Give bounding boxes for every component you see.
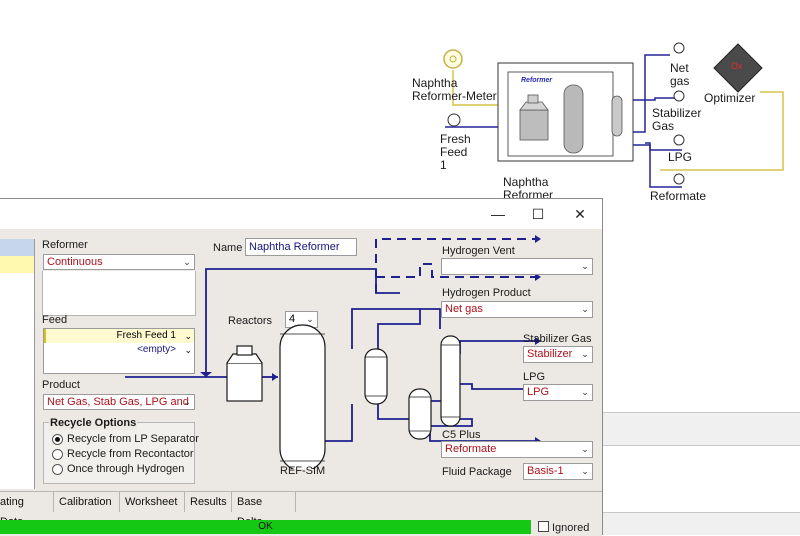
reactor-icon bbox=[226, 345, 263, 402]
recycle-option-label: Once through Hydrogen bbox=[67, 463, 185, 475]
hydrogen-vent-select[interactable]: ⌄ bbox=[441, 258, 593, 275]
background-panel-inner bbox=[603, 445, 800, 513]
feed-list[interactable]: Fresh Feed 1 ⌄ <empty> ⌄ bbox=[43, 328, 195, 374]
feed-item[interactable]: Fresh Feed 1 bbox=[44, 329, 194, 343]
chevron-down-icon: ⌄ bbox=[581, 349, 589, 359]
recycle-radio-once-through[interactable] bbox=[52, 464, 63, 475]
tab-operating-data[interactable]: ating Data bbox=[0, 492, 54, 528]
reformer-mode-select[interactable]: Continuous ⌄ bbox=[43, 254, 195, 270]
reformer-dialog: — ☐ ✕ Reformer Continuous ⌄ Feed Fresh F… bbox=[0, 198, 603, 536]
chevron-down-icon: ⌄ bbox=[581, 387, 589, 397]
ignored-checkbox[interactable] bbox=[538, 521, 549, 532]
recontactor-icon bbox=[408, 388, 432, 440]
optimizer-glyph: Ox bbox=[731, 61, 743, 71]
optimizer-label: Optimizer bbox=[704, 91, 756, 105]
recycle-radio-lp-separator[interactable] bbox=[52, 434, 63, 445]
chevron-down-icon: ⌄ bbox=[183, 257, 191, 267]
fluid-package-select[interactable]: Basis-1 ⌄ bbox=[523, 463, 593, 480]
reformer-vessel-icon bbox=[563, 84, 584, 154]
tab-worksheet[interactable]: Worksheet bbox=[120, 492, 185, 512]
lpg-value: LPG bbox=[527, 386, 550, 398]
name-label: Name bbox=[213, 242, 243, 254]
chevron-down-icon[interactable]: ⌄ bbox=[184, 345, 192, 355]
fluid-package-value: Basis-1 bbox=[527, 465, 564, 477]
reformer-column-icon bbox=[611, 95, 623, 137]
reactors-label: Reactors bbox=[228, 315, 273, 327]
chevron-down-icon: ⌄ bbox=[183, 397, 191, 407]
reformer-mode-value: Continuous bbox=[47, 256, 103, 268]
optimizer-signal-line bbox=[660, 91, 784, 171]
product-select[interactable]: Net Gas, Stab Gas, LPG and ⌄ bbox=[43, 394, 195, 410]
separator-icon bbox=[364, 348, 388, 405]
product-label: Product bbox=[42, 379, 80, 391]
maximize-button[interactable]: ☐ bbox=[531, 206, 545, 222]
meter-signal-line bbox=[452, 70, 498, 106]
stabilizer-column-icon bbox=[440, 335, 461, 427]
name-input[interactable]: Naphtha Reformer bbox=[245, 238, 357, 256]
c5-plus-label: C5 Plus bbox=[442, 429, 481, 441]
ref-sim-vessel-icon bbox=[279, 324, 326, 469]
dialog-titlebar: — ☐ ✕ bbox=[0, 199, 602, 229]
nav-item-highlight[interactable] bbox=[0, 256, 34, 273]
tab-calibration[interactable]: Calibration bbox=[54, 492, 120, 512]
meter-label: Naphtha Reformer-Meter bbox=[412, 76, 497, 103]
tab-results[interactable]: Results bbox=[185, 492, 232, 512]
tab-base-delta[interactable]: Base Delta bbox=[232, 492, 296, 528]
hydrogen-product-select[interactable]: Net gas ⌄ bbox=[441, 301, 593, 318]
hydrogen-product-value: Net gas bbox=[445, 303, 483, 315]
recycle-options-group: Recycle Options Recycle from LP Separato… bbox=[43, 417, 199, 484]
nav-item-selected[interactable] bbox=[0, 239, 34, 256]
ignored-label: Ignored bbox=[552, 522, 590, 534]
diagram-caption: REF-SIM bbox=[280, 465, 326, 477]
reformer-inner-label: Reformer bbox=[521, 77, 553, 84]
lpg-stream-icon bbox=[673, 134, 685, 146]
nav-list bbox=[0, 239, 35, 489]
stabilizer-gas-label: Stabilizer Gas bbox=[652, 106, 702, 133]
lpg-select[interactable]: LPG ⌄ bbox=[523, 384, 593, 401]
close-button[interactable]: ✕ bbox=[574, 206, 586, 222]
reformer-process-diagram bbox=[125, 235, 541, 469]
feed-item[interactable]: <empty> bbox=[137, 344, 176, 355]
status-bar: OK bbox=[0, 520, 531, 534]
lpg-flowsheet-label: LPG bbox=[668, 150, 693, 164]
chevron-down-icon: ⌄ bbox=[581, 444, 589, 454]
reformer-reactor-icon bbox=[519, 94, 549, 141]
product-value: Net Gas, Stab Gas, LPG and bbox=[47, 396, 189, 408]
hydrogen-product-label: Hydrogen Product bbox=[442, 287, 531, 299]
tab-strip: ating Data Calibration Worksheet Results… bbox=[0, 491, 602, 528]
reformer-section-label: Reformer bbox=[42, 239, 88, 251]
chevron-down-icon: ⌄ bbox=[581, 304, 589, 314]
recycle-radio-recontactor[interactable] bbox=[52, 449, 63, 460]
dialog-content: Reformer Continuous ⌄ Feed Fresh Feed 1 … bbox=[0, 229, 602, 536]
c5-plus-select[interactable]: Reformate ⌄ bbox=[441, 441, 593, 458]
stabilizer-gas-value: Stabilizer bbox=[527, 348, 573, 360]
chevron-down-icon: ⌄ bbox=[581, 261, 589, 271]
stabilizer-gas-select[interactable]: Stabilizer ⌄ bbox=[523, 346, 593, 363]
recycle-option-label: Recycle from LP Separator bbox=[67, 433, 199, 445]
lpg-label: LPG bbox=[523, 371, 546, 383]
chevron-down-icon: ⌄ bbox=[581, 466, 589, 476]
stabilizer-gas-stream-icon bbox=[673, 90, 685, 102]
fresh-feed-label: Fresh Feed 1 bbox=[440, 132, 471, 172]
reactors-value: 4 bbox=[289, 313, 296, 325]
reformer-section-box bbox=[42, 271, 196, 316]
meter-icon bbox=[443, 49, 463, 69]
reformate-stream-icon bbox=[673, 173, 685, 185]
fresh-feed-stream-icon bbox=[447, 113, 461, 127]
stabilizer-gas-label: Stabilizer Gas bbox=[523, 333, 592, 345]
net-gas-label: Net gas bbox=[670, 61, 690, 88]
chevron-down-icon: ⌄ bbox=[306, 314, 314, 324]
hydrogen-vent-label: Hydrogen Vent bbox=[442, 245, 515, 257]
optimizer-icon bbox=[713, 43, 763, 93]
fluid-package-label: Fluid Package bbox=[442, 466, 512, 478]
c5-plus-value: Reformate bbox=[445, 443, 497, 455]
flowsheet-canvas bbox=[443, 42, 784, 188]
reformate-flowsheet-label: Reformate bbox=[650, 189, 707, 203]
recycle-group-label: Recycle Options bbox=[49, 417, 138, 430]
recycle-option-label: Recycle from Recontactor bbox=[67, 448, 194, 460]
minimize-button[interactable]: — bbox=[491, 206, 505, 222]
chevron-down-icon[interactable]: ⌄ bbox=[184, 331, 192, 341]
net-gas-stream-icon bbox=[673, 42, 685, 54]
feed-label: Feed bbox=[42, 314, 68, 326]
